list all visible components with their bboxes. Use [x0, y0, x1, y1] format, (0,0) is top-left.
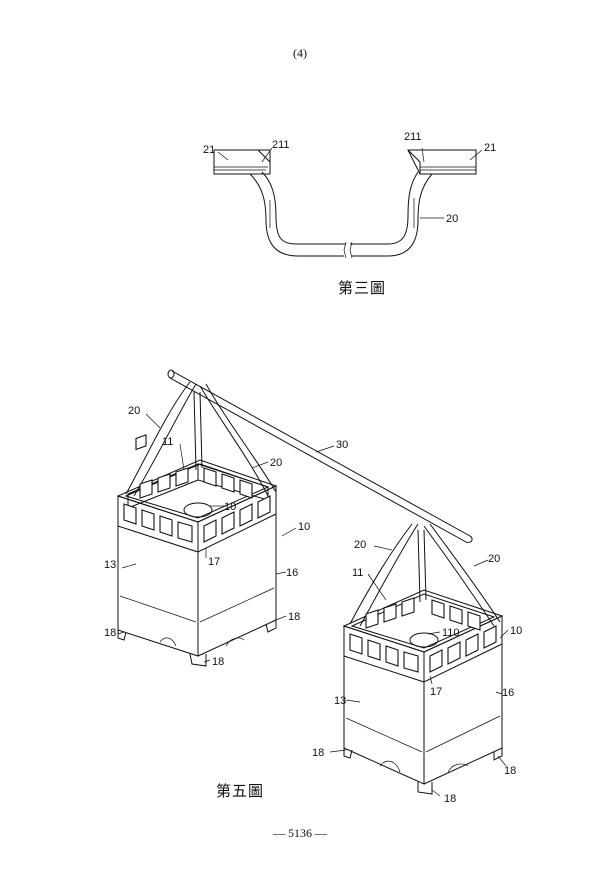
fig5-label-18-right-front: 18 — [444, 793, 456, 805]
fig3-label-211-right: 211 — [404, 131, 422, 143]
fig5-label-10-hole-left: 10 — [224, 501, 236, 513]
page-footer: — 5136 — — [0, 826, 600, 841]
fig5-label-18-right-left: 18 — [312, 747, 324, 759]
left-basket — [118, 382, 276, 666]
figure-3-strap — [214, 150, 476, 258]
fig5-label-10-right: 10 — [510, 625, 522, 637]
carrying-pole — [168, 370, 472, 542]
fig5-label-20-left-inner: 20 — [270, 457, 282, 469]
fig5-label-20-left-outer: 20 — [128, 405, 140, 417]
fig5-label-16-left: 16 — [286, 567, 298, 579]
fig5-label-16-right: 16 — [502, 687, 514, 699]
fig3-label-21-left: 21 — [203, 144, 215, 156]
fig5-label-18-left-left: 18 — [104, 627, 116, 639]
fig5-label-30: 30 — [336, 439, 348, 451]
fig5-label-18-left-right: 18 — [288, 611, 300, 623]
figure-5-caption: 第五圖 — [216, 780, 264, 801]
fig3-label-21-right: 21 — [484, 142, 496, 154]
fig5-label-18-left-front: 18 — [212, 656, 224, 668]
fig5-label-17-right: 17 — [430, 686, 442, 698]
fig5-label-18-right-right: 18 — [504, 765, 516, 777]
fig5-label-13-left: 13 — [104, 559, 116, 571]
fig5-label-10-left: 10 — [298, 521, 310, 533]
fig5-label-13-right: 13 — [334, 695, 346, 707]
fig5-label-20-right-left: 20 — [354, 539, 366, 551]
fig5-label-11-left: 11 — [162, 436, 173, 448]
figure-3-caption: 第三圖 — [338, 277, 386, 298]
fig5-label-20-right-right: 20 — [488, 553, 500, 565]
fig5-label-11-right: 11 — [352, 567, 363, 579]
fig5-label-17-left: 17 — [208, 556, 220, 568]
fig3-label-20: 20 — [446, 213, 458, 225]
fig3-label-211-left: 211 — [272, 139, 290, 151]
fig5-label-110: 110 — [442, 627, 460, 639]
